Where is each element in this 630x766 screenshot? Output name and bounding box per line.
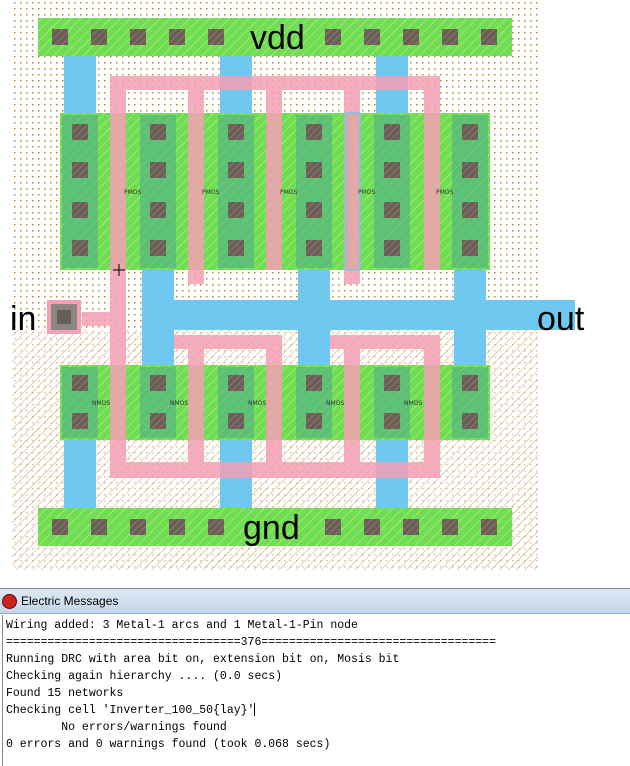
message-line: Checking cell 'Inverter_100_50{lay}' (6, 704, 255, 717)
contact-hatch (169, 519, 185, 535)
message-line: Running DRC with area bit on, extension … (6, 653, 400, 666)
contact-hatch (462, 413, 478, 429)
contact-hatch (91, 519, 107, 535)
contact-hatch (364, 519, 380, 535)
contact-hatch (462, 202, 478, 218)
selected-poly-outline (345, 112, 361, 271)
out-label: out (537, 300, 585, 338)
message-line: Wiring added: 3 Metal-1 arcs and 1 Metal… (6, 619, 358, 632)
in-label: in (10, 300, 36, 338)
contact-hatch (150, 162, 166, 178)
contact-hatch (228, 124, 244, 140)
nmos-labels: NMOS NMOS NMOS NMOS NMOS (92, 400, 422, 407)
contact-hatch (150, 240, 166, 256)
contact-hatch (228, 375, 244, 391)
contact-hatch (130, 519, 146, 535)
contact-hatch (150, 202, 166, 218)
in-pin[interactable] (47, 300, 81, 334)
contact-hatch (462, 375, 478, 391)
contact-hatch (325, 29, 341, 45)
messages-title: Electric Messages (21, 594, 119, 608)
contact-hatch (306, 162, 322, 178)
pmos-label: PMOS (202, 189, 220, 196)
layout-canvas[interactable]: PMOS PMOS PMOS PMOS PMOS NMOS NMOS NMOS … (0, 0, 630, 585)
message-line: No errors/warnings found (6, 721, 227, 734)
contact-hatch (462, 124, 478, 140)
nmos-label: NMOS (92, 400, 110, 407)
contact-hatch (306, 413, 322, 429)
contact-hatch (150, 124, 166, 140)
pmos-label: PMOS (280, 189, 298, 196)
contact-hatch (208, 29, 224, 45)
vdd-rail[interactable] (38, 18, 512, 56)
contacts (52, 29, 497, 535)
messages-window: Electric Messages Wiring added: 3 Metal-… (0, 588, 630, 766)
nmos-label: NMOS (170, 400, 188, 407)
contact-hatch (306, 375, 322, 391)
contact-hatch (384, 162, 400, 178)
message-line: ==================================376===… (6, 636, 496, 649)
contact-hatch (91, 29, 107, 45)
contact-hatch (384, 413, 400, 429)
contact-hatch (72, 202, 88, 218)
contact-hatch (306, 240, 322, 256)
contact-hatch (208, 519, 224, 535)
contact-hatch (169, 29, 185, 45)
contact-hatch (364, 29, 380, 45)
contact-hatch (228, 240, 244, 256)
contact-hatch (72, 375, 88, 391)
contact-hatch (442, 519, 458, 535)
message-line: Checking again hierarchy .... (0.0 secs) (6, 670, 283, 683)
gnd-label: gnd (243, 509, 300, 547)
contact-hatch (228, 413, 244, 429)
poly-gates[interactable] (82, 76, 440, 478)
nmos-label: NMOS (326, 400, 344, 407)
pmos-labels: PMOS PMOS PMOS PMOS PMOS (124, 189, 454, 196)
nmos-label: NMOS (404, 400, 422, 407)
text-caret (254, 703, 256, 717)
contact-hatch (462, 162, 478, 178)
contact-hatch (306, 202, 322, 218)
contact-hatch (306, 124, 322, 140)
contact-hatch (384, 240, 400, 256)
pmos-label: PMOS (358, 189, 376, 196)
pmos-label: PMOS (436, 189, 454, 196)
contact-hatch (481, 29, 497, 45)
vdd-label: vdd (250, 19, 305, 57)
pmos-label: PMOS (124, 189, 142, 196)
electric-app-icon (2, 593, 17, 609)
contact-hatch (481, 519, 497, 535)
contact-hatch (228, 162, 244, 178)
nmos-label: NMOS (248, 400, 266, 407)
contact-hatch (72, 413, 88, 429)
contact-hatch (403, 519, 419, 535)
contact-hatch (325, 519, 341, 535)
messages-text-area[interactable]: Wiring added: 3 Metal-1 arcs and 1 Metal… (2, 615, 630, 766)
message-line: Found 15 networks (6, 687, 124, 700)
contact-hatch (150, 413, 166, 429)
messages-titlebar[interactable]: Electric Messages (0, 589, 630, 614)
message-line: 0 errors and 0 warnings found (took 0.06… (6, 738, 331, 751)
message-line-with-caret: Checking cell 'Inverter_100_50{lay}' (6, 702, 630, 719)
contact-hatch (130, 29, 146, 45)
gnd-rail[interactable] (38, 508, 512, 546)
contact-hatch (403, 29, 419, 45)
contact-hatch (462, 240, 478, 256)
contact-hatch (52, 29, 68, 45)
crosshair-cursor-icon (113, 264, 125, 276)
contact-hatch (442, 29, 458, 45)
contact-hatch (384, 375, 400, 391)
contact-hatch (72, 124, 88, 140)
contact-hatch (384, 124, 400, 140)
contact-hatch (228, 202, 244, 218)
contact-hatch (72, 162, 88, 178)
contact-hatch (150, 375, 166, 391)
contact-hatch (72, 240, 88, 256)
contact-hatch (384, 202, 400, 218)
contact-hatch (52, 519, 68, 535)
